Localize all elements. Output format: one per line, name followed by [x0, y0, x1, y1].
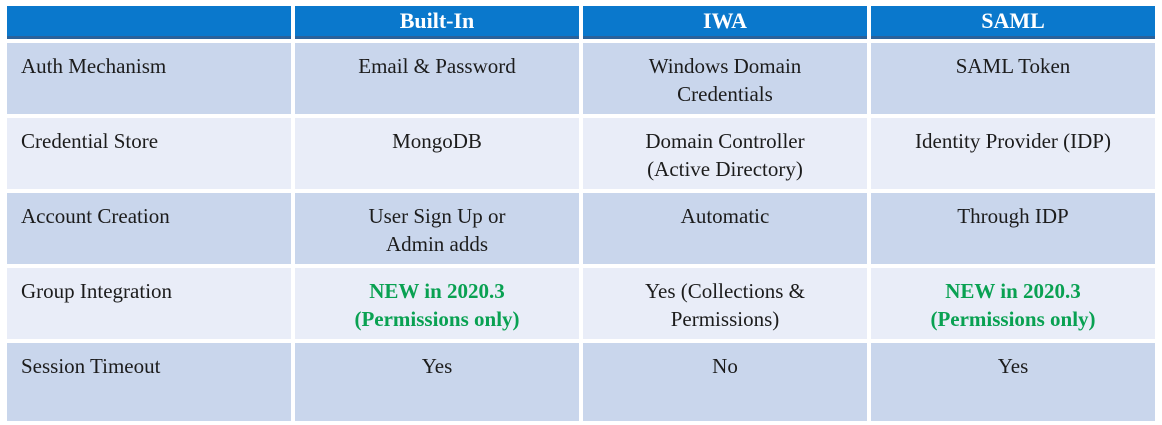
cell-line: NEW in 2020.3: [945, 279, 1081, 303]
data-cell-iwa: Domain Controller (Active Directory): [583, 118, 867, 189]
cell-line: MongoDB: [392, 129, 482, 153]
row-label: Session Timeout: [7, 343, 291, 421]
row-label: Auth Mechanism: [7, 43, 291, 114]
data-cell-built-in: Yes: [295, 343, 579, 421]
cell-line: Yes (Collections &: [644, 279, 806, 303]
cell-line: Admin adds: [385, 232, 489, 256]
cell-line: No: [712, 354, 738, 378]
table-row: Auth Mechanism Email & Password Windows Do…: [7, 43, 1155, 114]
column-header-built-in: Built-In: [295, 6, 579, 39]
data-cell-built-in: MongoDB: [295, 118, 579, 189]
data-cell-saml: Identity Provider (IDP): [871, 118, 1155, 189]
column-header-saml: SAML: [871, 6, 1155, 39]
data-cell-iwa: No: [583, 343, 867, 421]
table-body: Auth Mechanism Email & Password Windows Do…: [7, 43, 1155, 421]
cell-line: Credentials: [677, 82, 773, 106]
data-cell-saml: Yes: [871, 343, 1155, 421]
table-row: Session Timeout Yes No Yes: [7, 343, 1155, 421]
cell-line: Permissions): [670, 307, 780, 331]
data-cell-built-in: Email & Password: [295, 43, 579, 114]
data-cell-saml: NEW in 2020.3 (Permissions only): [871, 268, 1155, 339]
data-cell-built-in: User Sign Up or Admin adds: [295, 193, 579, 264]
cell-line: Yes: [997, 354, 1029, 378]
cell-line: Domain Controller: [645, 129, 805, 153]
cell-line: User Sign Up or: [368, 204, 506, 228]
cell-line: NEW in 2020.3: [369, 279, 505, 303]
cell-line: SAML Token: [955, 54, 1071, 78]
row-label: Account Creation: [7, 193, 291, 264]
cell-line: (Active Directory): [647, 157, 803, 181]
row-label: Group Integration: [7, 268, 291, 339]
cell-line: Automatic: [680, 204, 770, 228]
cell-line: (Permissions only): [930, 307, 1096, 331]
data-cell-built-in: NEW in 2020.3 (Permissions only): [295, 268, 579, 339]
table-row: Credential Store MongoDB Domain Controller…: [7, 118, 1155, 189]
cell-line: Email & Password: [358, 54, 516, 78]
cell-line: (Permissions only): [354, 307, 520, 331]
column-header-feature: [7, 6, 291, 39]
column-header-iwa: IWA: [583, 6, 867, 39]
cell-line: Windows Domain: [648, 54, 802, 78]
data-cell-saml: SAML Token: [871, 43, 1155, 114]
table-row: Account Creation User Sign Up or Admin add…: [7, 193, 1155, 264]
data-cell-saml: Through IDP: [871, 193, 1155, 264]
cell-line: Yes: [421, 354, 453, 378]
data-cell-iwa: Automatic: [583, 193, 867, 264]
cell-line: Through IDP: [957, 204, 1069, 228]
row-label: Credential Store: [7, 118, 291, 189]
table-row: Group Integration NEW in 2020.3 (Permissio…: [7, 268, 1155, 339]
data-cell-iwa: Yes (Collections & Permissions): [583, 268, 867, 339]
cell-line: Identity Provider (IDP): [915, 129, 1111, 153]
